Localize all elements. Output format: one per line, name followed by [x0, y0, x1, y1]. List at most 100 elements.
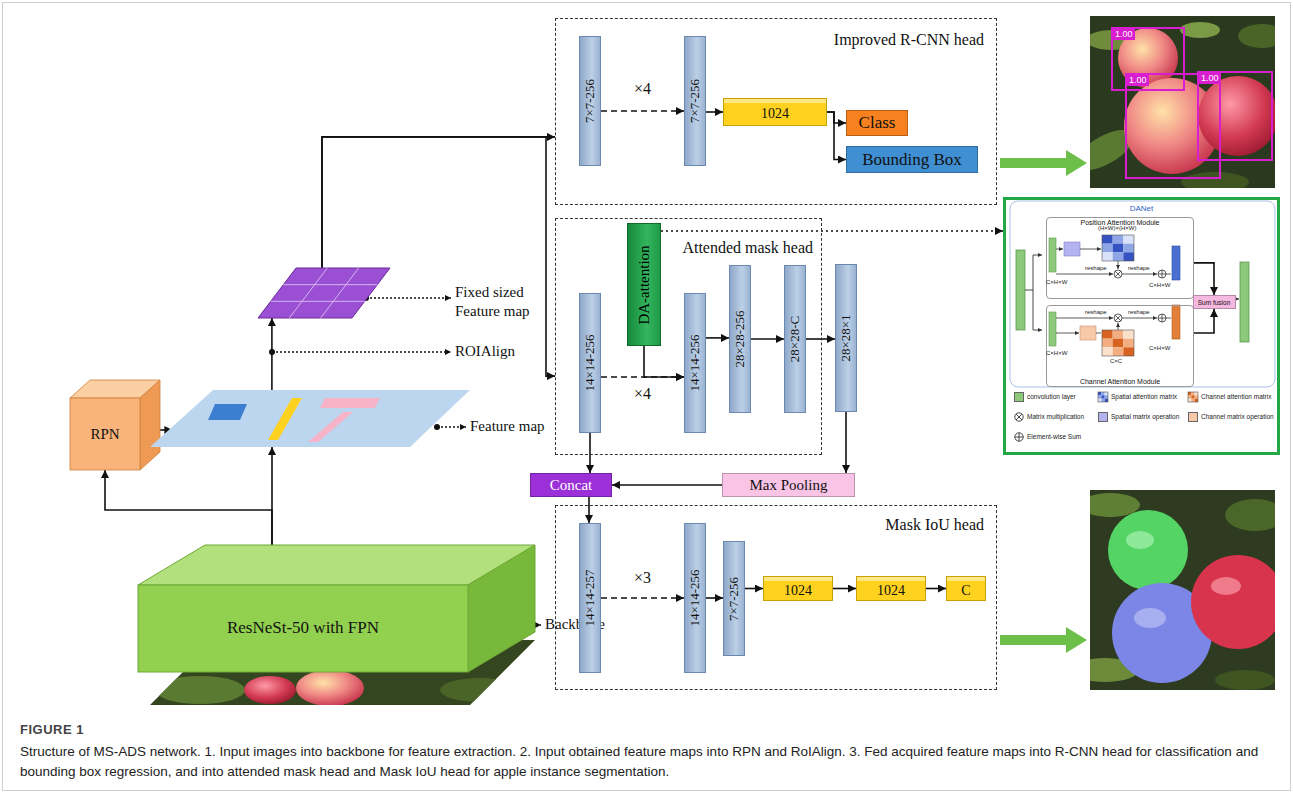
segmentation-photo	[1126, 531, 1154, 549]
danet-internals	[1158, 314, 1166, 322]
danet-internals	[1096, 333, 1101, 334]
connector	[322, 137, 555, 268]
result-arrow	[1000, 150, 1087, 176]
danet-internals	[1172, 305, 1180, 339]
segmentation-photo	[1215, 670, 1275, 690]
connector	[601, 597, 684, 599]
input-photo	[296, 670, 364, 706]
concat-box: Concat	[530, 473, 612, 497]
feature-layer: 7×7-256	[723, 541, 745, 656]
danet-internals	[1080, 249, 1101, 250]
feature-layer: 14×14-256	[684, 293, 706, 433]
attention-matrix	[1102, 330, 1134, 356]
attention-matrix	[1102, 244, 1113, 253]
block-top	[138, 545, 535, 585]
danet-internals	[1016, 250, 1025, 330]
cube-front	[70, 398, 140, 470]
connector	[105, 470, 272, 545]
danet-internals	[1056, 249, 1063, 250]
attention-matrix	[1123, 339, 1134, 348]
connector	[926, 588, 946, 590]
attention-matrix	[1123, 347, 1134, 356]
danet-internals	[1033, 255, 1042, 256]
edge-label: ×4	[632, 80, 653, 98]
connector	[1194, 263, 1214, 295]
node-label: 14×14-256	[582, 334, 598, 391]
attention-matrix	[1102, 330, 1113, 339]
attention-matrix	[1123, 235, 1134, 244]
danet-internals	[1049, 238, 1056, 272]
danet-internals	[1049, 312, 1056, 346]
detection-photo	[1112, 28, 1184, 90]
segmentation-photo	[1108, 510, 1188, 590]
figure-number: FIGURE 1	[20, 722, 84, 737]
legend-icon	[1188, 392, 1198, 402]
node-label: Position Attention Module	[1047, 219, 1193, 226]
dimension-label: C×H×W	[1046, 279, 1067, 285]
fc-layer: 1024	[723, 98, 827, 126]
fc-layer: 1024	[856, 576, 926, 601]
connector	[601, 110, 684, 112]
operation-label: reshape	[1128, 265, 1150, 271]
edge-label: ×3	[632, 569, 653, 587]
fusion-box: Sum fusion	[1193, 295, 1236, 309]
connector	[745, 588, 763, 590]
node-label: 1024	[877, 583, 905, 599]
node-label: C	[961, 583, 970, 599]
detection-photo	[1090, 16, 1275, 188]
feature-layer: 14×14-256	[684, 523, 706, 673]
attention-matrix	[1113, 244, 1124, 253]
attention-matrix	[1113, 235, 1124, 244]
danet-internals	[1240, 262, 1249, 342]
figure-caption: Structure of MS-ADS network. 1. Input im…	[20, 742, 1272, 782]
attention-matrix	[1113, 330, 1124, 339]
segmentation-photo	[1225, 499, 1275, 531]
rpn-block: RPN	[70, 380, 160, 470]
feature-layer: 28×28-C	[784, 265, 806, 413]
attention-matrix	[1102, 347, 1113, 356]
node-label: Feature map	[470, 418, 545, 435]
operation-label: reshape	[1128, 309, 1150, 315]
grid-line	[321, 268, 359, 318]
operation-label: reshape	[1085, 309, 1107, 315]
connector	[833, 588, 856, 590]
dimension-label: C×H×W	[1149, 345, 1170, 351]
attention-matrix	[1113, 347, 1124, 356]
roi-feature-map-shape	[258, 268, 390, 318]
detection-photo	[1198, 76, 1275, 156]
figure-frame	[3, 3, 1291, 791]
danet-internals	[1115, 271, 1121, 277]
attention-matrix	[1102, 235, 1134, 261]
feature-layer: 28×28×1	[835, 264, 857, 412]
legend-icon	[1098, 392, 1108, 402]
legend-icon	[1014, 412, 1024, 422]
detection-photo	[1180, 22, 1220, 38]
attention-matrix	[1102, 235, 1134, 261]
legend-label: convolution layer	[1027, 393, 1097, 400]
legend-icon	[1014, 432, 1024, 442]
connector	[1194, 309, 1214, 333]
attention-block: DA-attention	[627, 223, 661, 346]
figure-frame	[3, 3, 1291, 791]
rpn-block-shape	[70, 380, 160, 470]
connector	[322, 137, 555, 376]
proposal	[320, 398, 380, 408]
score-label: 1.00	[1127, 75, 1149, 86]
annotation-label: ROIAlign	[455, 343, 515, 360]
connector	[612, 484, 722, 486]
danet-internals	[1118, 323, 1119, 330]
danet-internals	[1080, 326, 1096, 340]
connector	[751, 338, 784, 340]
dimension-label: C×C	[1110, 358, 1122, 364]
node-label: Max Pooling	[750, 477, 828, 494]
attention-matrix	[1113, 339, 1124, 348]
roi-feature-map: Fixed sized Feature map	[258, 268, 390, 318]
legend-label: Matrix multiplication	[1027, 413, 1097, 420]
input-photo	[244, 676, 296, 704]
node-label: 7×7-256	[687, 79, 703, 123]
node-label: 28×28-256	[732, 310, 748, 367]
legend-icon	[1188, 392, 1198, 402]
node-label: Bounding Box	[862, 150, 962, 170]
node-label: Mask IoU head	[885, 516, 984, 534]
node-label: Fixed sized Feature map	[455, 283, 545, 321]
